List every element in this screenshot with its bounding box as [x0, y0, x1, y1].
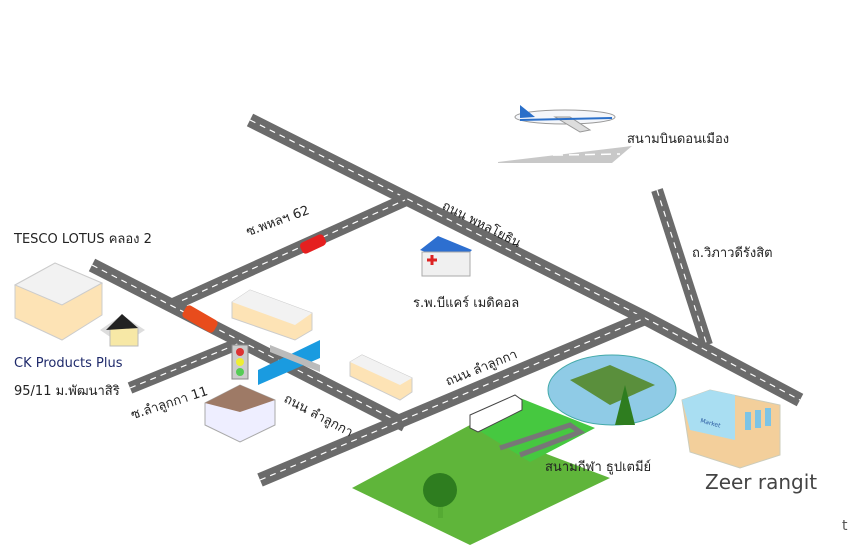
ck-products-address: 95/11 ม.พัฒนาสิริ [14, 384, 120, 399]
road-soi-phahon-62 [169, 194, 408, 311]
runway [498, 146, 632, 163]
warehouse-building-1 [231, 289, 313, 341]
corner-text: t [842, 518, 848, 534]
road-vibhavadi [651, 188, 713, 347]
airplane-icon [514, 105, 616, 133]
stadium-icon [547, 354, 677, 426]
road-lamlukka-lower [257, 311, 648, 487]
tesco-building [13, 262, 104, 341]
tree-icon [423, 473, 457, 518]
airport-label: สนามบินดอนเมือง [627, 132, 730, 147]
house-icon [100, 314, 145, 347]
ck-products-name: CK Products Plus [14, 356, 123, 371]
zeer-rangit-building [681, 389, 781, 469]
parking-lane [499, 422, 586, 458]
tesco-lotus-label: TESCO LOTUS คลอง 2 [14, 232, 152, 247]
stadium-label: สนามกีฬา ธูปเตมีย์ [545, 460, 652, 475]
hospital-icon [420, 236, 472, 277]
hospital-label: ร.พ.บีแคร์ เมดิคอล [413, 296, 520, 311]
vibhavadi-road-label: ถ.วิภาวดีรังสิต [692, 246, 773, 261]
bus-icon [469, 394, 523, 433]
car-orange-icon [182, 305, 218, 333]
car-red-icon [299, 234, 327, 254]
traffic-light-icon [231, 344, 249, 380]
zeer-rangit-label: Zeer rangit [705, 470, 818, 494]
townhouse-building [204, 384, 276, 443]
warehouse-building-2 [349, 354, 413, 401]
water-canal [258, 340, 320, 385]
bridge [270, 345, 320, 372]
road-soi-lamlukka-11 [127, 337, 243, 394]
